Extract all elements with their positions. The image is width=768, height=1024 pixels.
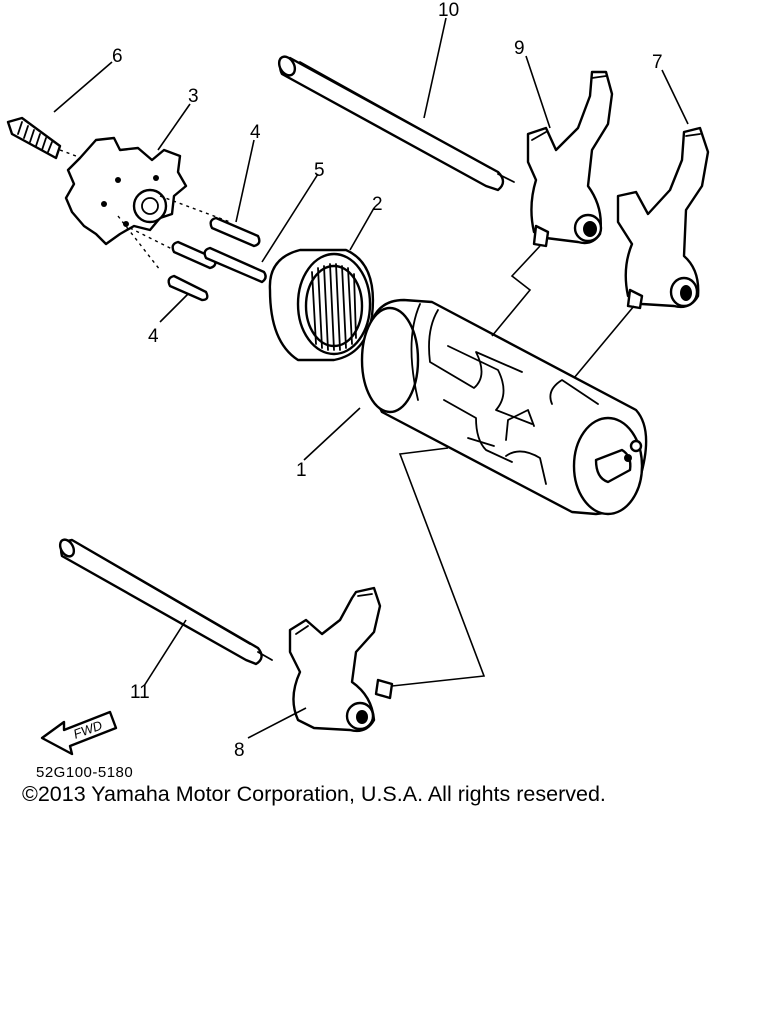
callout-9-line [525, 55, 551, 129]
leader-fork8-drum [391, 447, 486, 687]
pin-4-lower [167, 274, 209, 302]
leader-fork7-drum [573, 305, 635, 379]
shift-fork-8 [288, 586, 394, 733]
shift-fork-shaft-lower [58, 538, 273, 666]
callout-11: 11 [130, 682, 150, 703]
callout-4a-line [235, 139, 255, 223]
shift-fork-shaft-upper [277, 55, 515, 192]
callout-3-line [157, 103, 191, 151]
callout-3: 3 [188, 86, 199, 107]
segment-plate-3 [64, 136, 231, 271]
callout-4-lower: 4 [148, 326, 159, 347]
callout-6-line [53, 61, 113, 113]
callout-10-line [423, 17, 447, 119]
shift-fork-7 [616, 126, 710, 310]
leader-fork9-drum [491, 245, 541, 337]
callout-1: 1 [296, 460, 307, 481]
callout-9: 9 [514, 38, 525, 59]
callout-7-line [661, 69, 689, 125]
pin-4-upper [209, 216, 261, 248]
shift-fork-9 [526, 70, 614, 248]
bolt-6 [6, 116, 93, 163]
callout-6: 6 [112, 46, 123, 67]
fwd-arrow-icon: FWD [40, 710, 118, 756]
pin-5 [203, 246, 267, 284]
callout-1-line [303, 407, 361, 461]
callout-11-line [143, 619, 187, 687]
copyright-notice: ©2013 Yamaha Motor Corporation, U.S.A. A… [22, 782, 606, 806]
callout-5-line [261, 173, 319, 263]
reference-code: 52G100-5180 [36, 764, 133, 781]
callout-5: 5 [314, 160, 325, 181]
callout-4-upper: 4 [250, 122, 261, 143]
callout-10: 10 [438, 0, 459, 21]
callout-2: 2 [372, 194, 383, 215]
callout-8: 8 [234, 740, 245, 761]
needle-bearing-2 [268, 248, 375, 362]
callout-8-line [247, 707, 307, 739]
callout-4b-line [159, 293, 189, 323]
shift-drum-1 [360, 298, 648, 516]
callout-7: 7 [652, 52, 663, 73]
callout-2-line [349, 207, 375, 251]
